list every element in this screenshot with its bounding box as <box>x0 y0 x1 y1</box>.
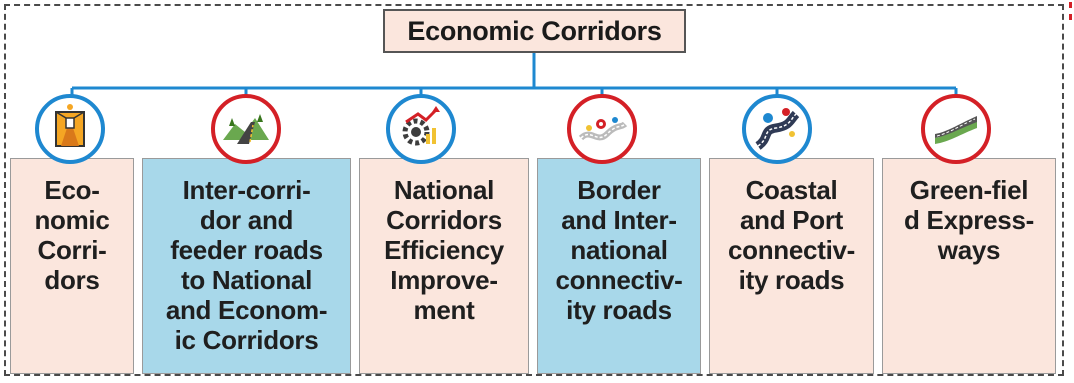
card-label: Border and Inter- national connectiv- it… <box>555 175 683 325</box>
card-label: Green-fiel d Express- ways <box>904 175 1034 265</box>
route-map-pin-icon <box>567 94 637 164</box>
card-economic-corridors: Eco- nomic Corri- dors <box>10 158 134 374</box>
card-coastal-port-roads: Coastal and Port connectiv- ity roads <box>709 158 874 374</box>
card-label: Coastal and Port connectiv- ity roads <box>727 175 856 295</box>
diagram-frame <box>4 4 1064 376</box>
card-national-corridors-efficiency: National Corridors Efficiency Improve- m… <box>359 158 529 374</box>
diagram-title: Economic Corridors <box>383 9 686 53</box>
card-label: National Corridors Efficiency Improve- m… <box>384 175 504 325</box>
card-inter-corridor-feeder-roads: Inter-corri- dor and feeder roads to Nat… <box>142 158 351 374</box>
coastal-road-pin-icon <box>742 94 812 164</box>
gear-growth-chart-icon <box>386 94 456 164</box>
card-greenfield-expressways: Green-fiel d Express- ways <box>882 158 1056 374</box>
card-label: Inter-corri- dor and feeder roads to Nat… <box>165 175 328 355</box>
card-label: Eco- nomic Corri- dors <box>34 175 110 295</box>
expressway-icon <box>921 94 991 164</box>
corner-marker <box>1061 2 1072 20</box>
highway-landscape-icon <box>211 94 281 164</box>
card-border-international-roads: Border and Inter- national connectiv- it… <box>537 158 701 374</box>
building-corridor-icon <box>35 94 105 164</box>
